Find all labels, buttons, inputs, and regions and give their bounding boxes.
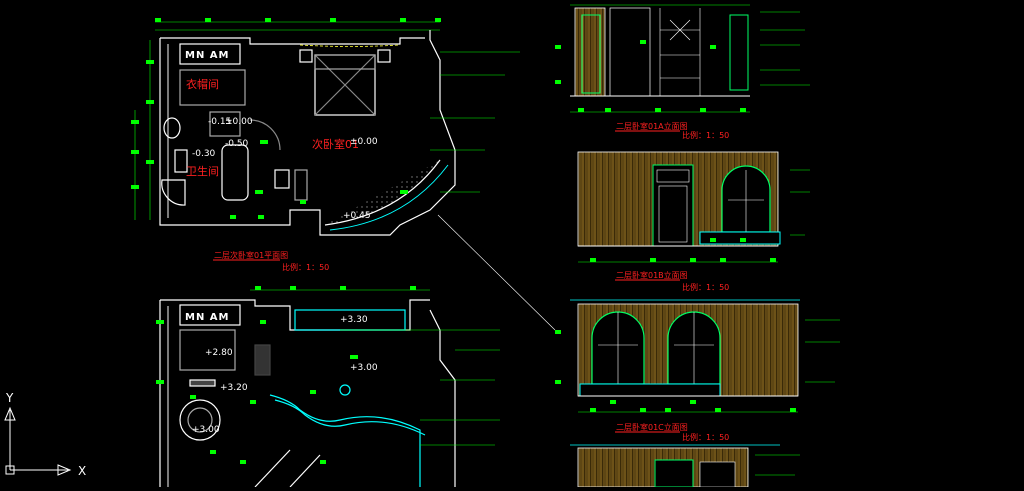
elevation-c-title: 二层卧室01C立面图 xyxy=(616,422,688,432)
svg-text:MN AM: MN AM xyxy=(185,312,230,323)
level-label: ±0.00 xyxy=(350,137,378,147)
plan-1-dim-ticks xyxy=(131,18,441,219)
plan-1-title: 二层次卧室01平面图 xyxy=(214,250,288,260)
plan-2-dim-ticks xyxy=(156,286,416,464)
ceiling-level: +3.30 xyxy=(340,315,368,325)
elevation-c-ticks xyxy=(555,330,796,412)
room-label-bedroom: 次卧室01 xyxy=(312,137,359,151)
ceiling-level: +3.20 xyxy=(220,383,248,393)
x-axis-label: X xyxy=(78,464,86,478)
elevation-b-title: 二层卧室01B立面图 xyxy=(616,270,688,280)
elevation-a-ticks xyxy=(555,40,746,112)
ceiling-level: +3.00 xyxy=(192,425,220,435)
plan-2: MN AM xyxy=(159,289,500,488)
level-label: +0.45 xyxy=(343,211,371,221)
plan-1: MN AM xyxy=(134,21,520,236)
ceiling-level: +2.80 xyxy=(205,348,233,358)
elevation-a-scale: 比例：1：50 xyxy=(682,130,729,140)
elevation-c-scale: 比例：1：50 xyxy=(682,432,729,442)
elevation-b-scale: 比例：1：50 xyxy=(682,282,729,292)
elevation-d xyxy=(570,444,800,488)
elevation-b xyxy=(577,151,810,263)
ucs-axis-icon xyxy=(4,406,72,476)
level-label: -0.30 xyxy=(192,149,216,159)
elevation-a xyxy=(570,4,810,113)
y-axis-label: Y xyxy=(5,391,14,405)
room-label-closet: 衣帽间 xyxy=(186,77,219,91)
room-label-bath: 卫生间 xyxy=(186,164,219,178)
level-label: ±0.00 xyxy=(225,117,253,127)
ceiling-level: +3.00 xyxy=(350,363,378,373)
level-label: -0.15 xyxy=(208,117,231,127)
elevation-c xyxy=(570,299,840,413)
plan-1-scale: 比例：1：50 xyxy=(282,262,329,272)
elevation-b-ticks xyxy=(590,238,776,262)
level-label: -0.50 xyxy=(225,139,249,149)
svg-text:MN AM: MN AM xyxy=(185,50,230,61)
elevation-a-title: 二层卧室01A立面图 xyxy=(616,121,688,131)
